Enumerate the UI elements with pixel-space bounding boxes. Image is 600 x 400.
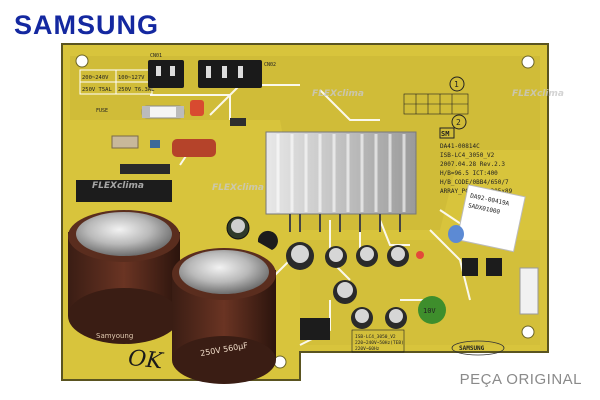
model-line: 2007.04.28 Rev.2.3 [440, 161, 505, 168]
circle-mark: 2 [456, 118, 461, 127]
circle-mark: 1 [454, 80, 459, 89]
connector-label: CN01 [150, 53, 162, 59]
side-connector [519, 267, 539, 315]
pcb-samsung-logo: SAMSUNG [451, 340, 505, 356]
capacitor-large-left: Samyoung [68, 210, 180, 344]
small-capacitors [226, 216, 409, 329]
samsung-logo: SAMSUNG [14, 10, 160, 40]
bottom-label-line: ISB-LC4_3050_V2 [355, 334, 396, 340]
capacitor-brand: Samyoung [96, 332, 133, 340]
green-part-label: 10V [423, 307, 436, 315]
bridge-rectifier [76, 180, 172, 202]
watermark: FLEXclima [312, 89, 364, 99]
capacitor-large-right: 250V 560μF [172, 248, 276, 384]
bottom-label-line: 220V~60Hz [355, 346, 380, 352]
bottom-board-label: ISB-LC4_3050_V2 220~240V~50Hz(TEB) 220V~… [351, 329, 405, 353]
model-badge: SM [441, 130, 449, 138]
handwritten-mark: OK [127, 346, 165, 375]
original-part-label: PEÇA ORIGINAL [459, 371, 582, 388]
rating-cell: 200~240V [82, 75, 109, 81]
model-line: H/B=96.5 ICT:400 [440, 170, 498, 177]
green-component: 10V [418, 296, 446, 324]
pcb-logo-text: SAMSUNG [459, 345, 485, 352]
fuse-label: FUSE [96, 108, 108, 114]
heatsink [265, 131, 417, 232]
connector-label: CN02 [264, 62, 276, 68]
rating-table: 200~240V 100~127V 250V T5AL 250V T6.3AL [79, 69, 155, 95]
model-line: H/B_CODE/0BB4/650/7 [440, 179, 509, 186]
part-sticker: DA92-00419A SADX01000 [456, 184, 526, 253]
ic-chip [300, 318, 330, 340]
bottom-label-line: 220~240V~50Hz(TEB) [355, 340, 404, 346]
rating-cell: 250V T6.3AL [118, 87, 155, 93]
fuse: FUSE [96, 105, 185, 119]
watermark: FLEXclima [512, 89, 564, 99]
watermark: FLEXclima [212, 183, 264, 193]
rating-cell: 250V T5AL [82, 87, 112, 93]
watermark: FLEXclima [92, 181, 144, 191]
rating-cell: 100~127V [118, 75, 145, 81]
model-line: DA41-00814C [440, 143, 480, 150]
connector-cn02: CN02 [198, 60, 276, 88]
connector-cn01: CN01 [148, 53, 184, 88]
model-line: ISB-LC4_3050_V2 [440, 152, 495, 159]
